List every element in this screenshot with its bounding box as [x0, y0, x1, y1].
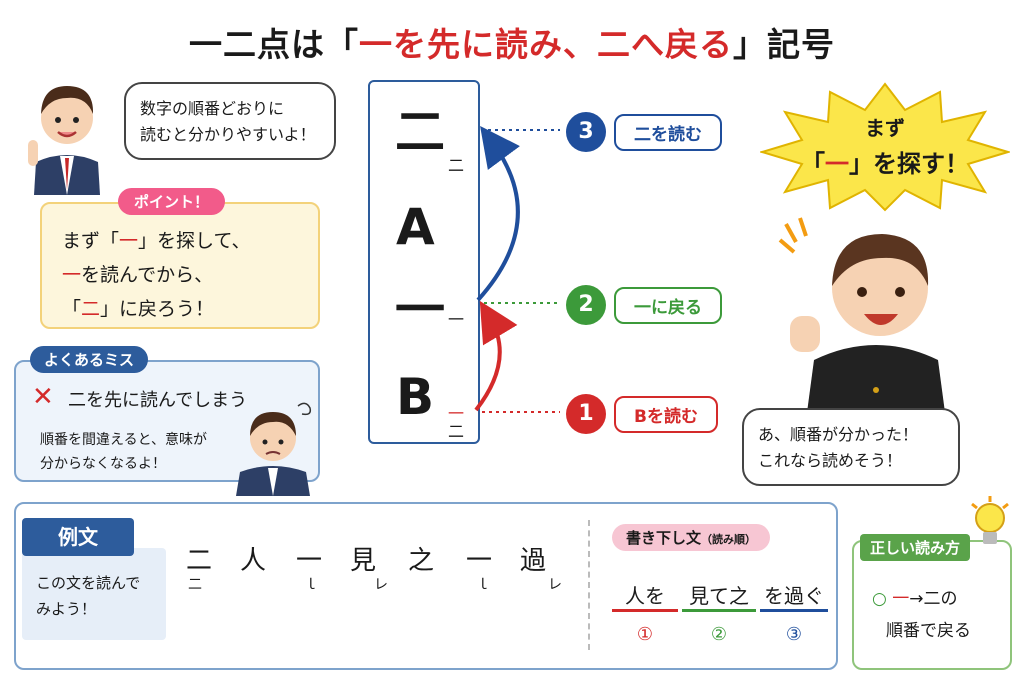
star-text-line2: 「一」を探す！ [801, 150, 969, 178]
teacher-illustration [28, 86, 100, 195]
page-title: 一二点は「一を先に読み、二へ戻る」記号 [0, 18, 1024, 66]
correct-reading-box [852, 540, 1012, 670]
example-mark-7: レ [548, 577, 562, 593]
step-2-label: 一に戻る [614, 287, 722, 324]
cross-icon: ✕ [32, 382, 54, 412]
mistake-tag: よくあるミス [30, 346, 149, 373]
happy-student-illustration [778, 217, 946, 420]
correct-circle-icon: ○ [872, 589, 887, 609]
kanbun-mark-3: 一 [448, 404, 465, 423]
teacher-bubble-line1: 数字の順番どおりに [140, 99, 285, 118]
example-mark-1: 二 [188, 577, 202, 593]
star-burst-shape [760, 82, 1010, 212]
star-text-line1: まず [865, 116, 905, 140]
lightbulb-icon [971, 496, 1009, 544]
teacher-bubble-line2: 読むと分かりやすいよ！ [140, 125, 316, 144]
kakikudashi-tag-small: （読み順） [701, 533, 757, 546]
correct-reading-tag: 正しい読み方 [860, 534, 971, 561]
kakikudashi-group-1: 人を [612, 580, 678, 612]
example-char-3: 一 [296, 546, 323, 576]
example-note-line1: この文を読んで [36, 574, 141, 592]
kakikudashi-num-2: ② [710, 624, 728, 645]
example-char-1: 二 [186, 546, 213, 576]
kakikudashi-tag: 書き下し文（読み順） [612, 524, 771, 551]
teacher-speech-bubble: 数字の順番どおりに 読むと分かりやすいよ！ [124, 82, 336, 160]
kanbun-char-2: A [396, 198, 435, 256]
kakikudashi-tag-main: 書き下し文 [626, 529, 702, 547]
mistake-detail-line2: 分からなくなるよ！ [40, 456, 166, 472]
mistake-detail: 順番を間違えると、意味が 分からなくなるよ！ [40, 428, 207, 476]
confused-student-illustration [236, 402, 312, 496]
kanbun-mark-1: 二 [448, 156, 465, 175]
example-note-line2: みよう！ [36, 600, 97, 618]
example-tag: 例文 [22, 518, 134, 556]
example-mark-4: レ [374, 577, 388, 593]
point-line2: 一を読んでから、 [62, 264, 214, 286]
example-char-5: 之 [408, 546, 435, 576]
title-part1: 一二点は「 [189, 25, 359, 64]
step-1-circle: 1 [566, 394, 606, 434]
kanbun-char-3: 一 [395, 281, 445, 339]
mistake-box [14, 360, 320, 482]
mistake-headline: 二を先に読んでしまう [68, 390, 248, 411]
step-3-label: 二を読む [614, 114, 722, 151]
example-char-7: 過 [520, 546, 547, 576]
student-bubble-line1: あ、順番が分かった！ [758, 425, 919, 444]
kanbun-vertical-box [368, 80, 480, 444]
student-speech-bubble: あ、順番が分かった！ これなら読めそう！ [742, 408, 960, 486]
point-line1: まず「一」を探して、 [62, 230, 251, 252]
kanbun-char-4: B [396, 368, 435, 426]
point-tag: ポイント！ [118, 188, 226, 215]
point-box: まず「一」を探して、 一を読んでから、 「二」に戻ろう！ [40, 202, 320, 329]
point-line3: 「二」に戻ろう！ [62, 298, 215, 320]
student-bubble-line2: これなら読めそう！ [758, 451, 903, 470]
correct-line1: ○ 一→二の [872, 589, 958, 609]
correct-line2: 順番で戻る [886, 621, 971, 641]
step-1-label: Bを読む [614, 396, 718, 433]
example-mark-3: ｌ [304, 577, 318, 593]
kanbun-mark-2: 一 [448, 310, 465, 329]
kakikudashi-group-3: を過ぐ [760, 580, 828, 612]
example-note: この文を読んで みよう！ [22, 548, 166, 640]
title-highlight: 一を先に読み、二へ戻る [359, 25, 733, 64]
kanbun-char-1: 二 [395, 103, 445, 161]
example-mark-6: ｌ [476, 577, 490, 593]
kanbun-mark-4: 二 [448, 422, 465, 441]
example-char-4: 見 [350, 546, 377, 576]
section-divider [588, 520, 590, 650]
kakikudashi-num-3: ③ [785, 624, 803, 645]
kakikudashi-num-1: ① [636, 624, 654, 645]
step-3-circle: 3 [566, 112, 606, 152]
mistake-detail-line1: 順番を間違えると、意味が [40, 432, 208, 448]
example-char-2: 人 [240, 546, 267, 576]
kakikudashi-group-2: 見て之 [682, 580, 756, 612]
step-2-circle: 2 [566, 285, 606, 325]
title-part2: 」記号 [733, 25, 835, 64]
example-char-6: 一 [466, 546, 493, 576]
